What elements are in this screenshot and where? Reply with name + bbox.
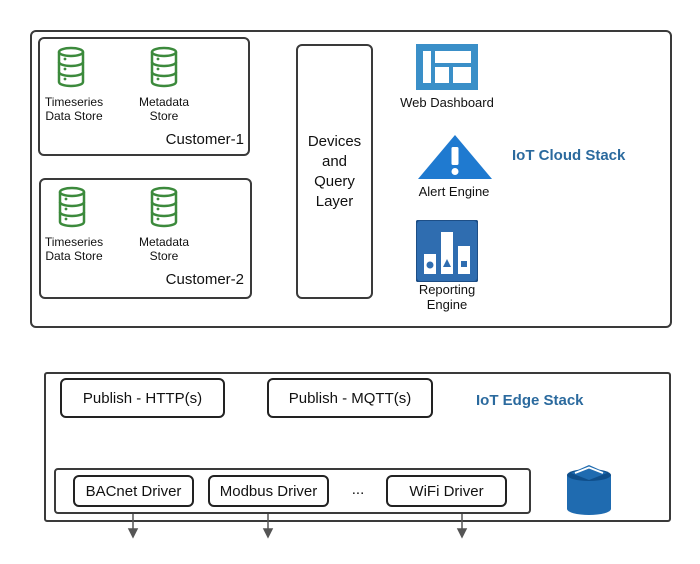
drivers-ellipsis: ... — [351, 481, 365, 498]
driver-arrows — [127, 514, 468, 539]
timeseries-data-store-icon — [58, 186, 86, 228]
alert-engine-icon — [418, 135, 492, 179]
devices-query-layer-label: Devices and Query Layer — [307, 133, 362, 210]
web-dashboard-label: Web Dashboard — [400, 95, 494, 110]
customer-2-label: Customer-2 — [165, 271, 244, 288]
customer-2-group — [39, 178, 252, 299]
modbus-driver-box: Modbus Driver — [208, 475, 329, 507]
edge-storage-icon — [567, 465, 611, 515]
devices-query-layer — [296, 44, 373, 299]
bacnet-driver-box: BACnet Driver — [73, 475, 194, 507]
metadata-store-icon — [150, 46, 178, 88]
iot-edge-stack-title: IoT Edge Stack — [476, 392, 584, 409]
web-dashboard-icon — [416, 44, 478, 90]
publish-mqtt-box: Publish - MQTT(s) — [267, 378, 433, 418]
metadata-store-icon — [150, 186, 178, 228]
timeseries-data-store-icon — [57, 46, 85, 88]
iot-cloud-stack-title: IoT Cloud Stack — [512, 147, 626, 164]
customer-1-label: Customer-1 — [165, 131, 244, 148]
publish-http-box: Publish - HTTP(s) — [60, 378, 225, 418]
reporting-engine-icon — [416, 220, 478, 282]
alert-engine-label: Alert Engine — [418, 184, 490, 199]
wifi-driver-box: WiFi Driver — [386, 475, 507, 507]
